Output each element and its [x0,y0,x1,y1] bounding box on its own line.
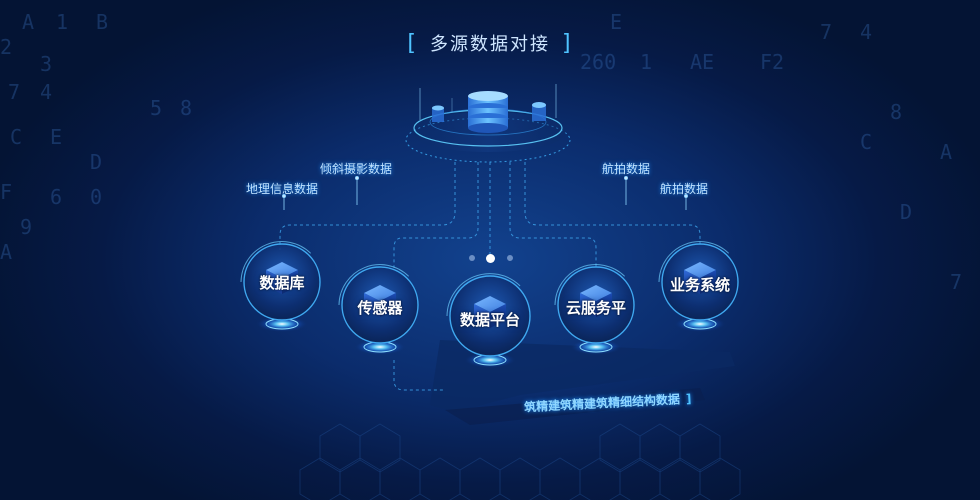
label-ticks [282,176,687,210]
label-tilt-photography: 倾斜摄影数据 [320,160,392,177]
label-aerial-2: 航拍数据 [660,180,708,197]
node-label-database: 数据库 [259,272,304,293]
bottom-bracket: ] [686,392,692,406]
node-label-data-platform: 数据平台 [460,309,520,330]
carousel-dot[interactable] [469,255,475,261]
node-label-business-system: 业务系统 [670,274,730,295]
label-geo-info: 地理信息数据 [246,180,318,197]
node-label-cloud-service: 云服务平 [566,297,626,318]
node-label-sensor: 传感器 [357,297,402,318]
database-hub-icon [406,84,570,162]
label-aerial-1: 航拍数据 [602,160,650,177]
hex-floor [300,424,740,500]
carousel-dot[interactable] [507,255,513,261]
carousel-dot[interactable] [486,254,495,263]
